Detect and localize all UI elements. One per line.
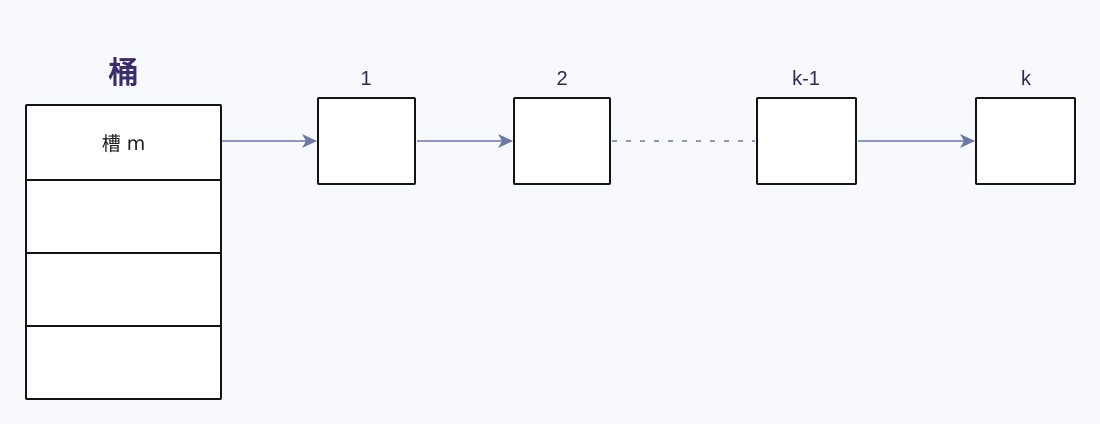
node-1-label: 1 (360, 68, 372, 90)
bucket-slot (27, 179, 220, 254)
slot-label: 槽 m (101, 133, 146, 155)
node-k (975, 97, 1076, 185)
bucket-slot-m: 槽 m (27, 106, 220, 181)
node-2 (513, 97, 611, 185)
bucket-slot (27, 252, 220, 327)
node-k-1-label: k-1 (792, 68, 820, 90)
node-2-label: 2 (556, 68, 568, 90)
bucket: 槽 m (25, 104, 222, 400)
node-k-label: k (1021, 68, 1031, 90)
bucket-title: 桶 (108, 56, 139, 91)
node-k-1 (756, 97, 857, 185)
bucket-slot (27, 325, 220, 398)
node-1 (317, 97, 416, 185)
